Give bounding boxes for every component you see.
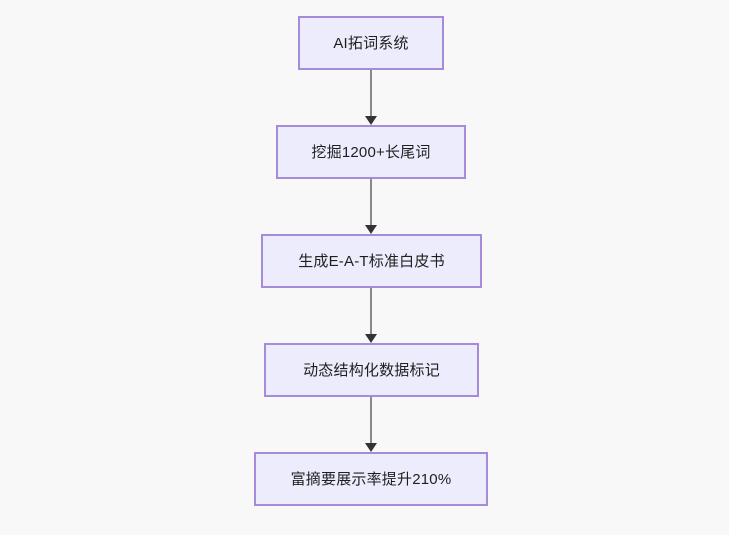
node-label: 富摘要展示率提升210% bbox=[290, 470, 452, 488]
edge-node1-to-node2 bbox=[364, 70, 378, 125]
flowchart-node-rich-snippet-impression-uplift[interactable]: 富摘要展示率提升210% bbox=[254, 452, 488, 506]
edge-node4-to-node5 bbox=[364, 397, 378, 452]
flowchart-node-dynamic-structured-data-markup[interactable]: 动态结构化数据标记 bbox=[264, 343, 479, 397]
arrow-connector-icon bbox=[365, 288, 377, 343]
flowchart-node-ai-keyword-system[interactable]: AI拓词系统 bbox=[298, 16, 444, 70]
flowchart-node-mine-longtail-keywords[interactable]: 挖掘1200+长尾词 bbox=[276, 125, 466, 179]
node-label: 生成E-A-T标准白皮书 bbox=[298, 252, 445, 270]
node-label: 挖掘1200+长尾词 bbox=[311, 143, 431, 161]
flowchart-node-generate-eat-whitepaper[interactable]: 生成E-A-T标准白皮书 bbox=[261, 234, 482, 288]
node-label: 动态结构化数据标记 bbox=[303, 361, 440, 379]
edge-node3-to-node4 bbox=[364, 288, 378, 343]
arrow-connector-icon bbox=[365, 397, 377, 452]
arrow-connector-icon bbox=[365, 179, 377, 234]
node-label: AI拓词系统 bbox=[333, 34, 409, 52]
arrow-connector-icon bbox=[365, 70, 377, 125]
edge-node2-to-node3 bbox=[364, 179, 378, 234]
